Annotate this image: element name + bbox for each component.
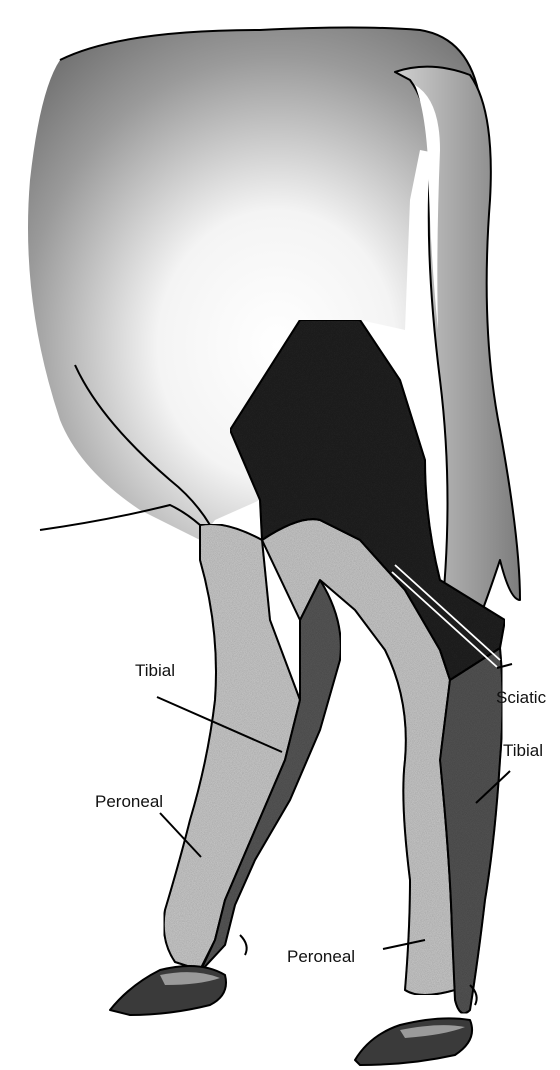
- sciatic-label: Sciatic: [496, 689, 546, 706]
- peroneal-label-left: Peroneal: [95, 793, 163, 810]
- left-hoof: [110, 966, 226, 1015]
- right-hoof: [355, 1018, 472, 1065]
- tibial-label-right: Tibial: [503, 742, 543, 759]
- peroneal-label-right: Peroneal: [287, 948, 355, 965]
- tibial-label-left: Tibial: [135, 662, 175, 679]
- left-dewclaw: [240, 935, 247, 955]
